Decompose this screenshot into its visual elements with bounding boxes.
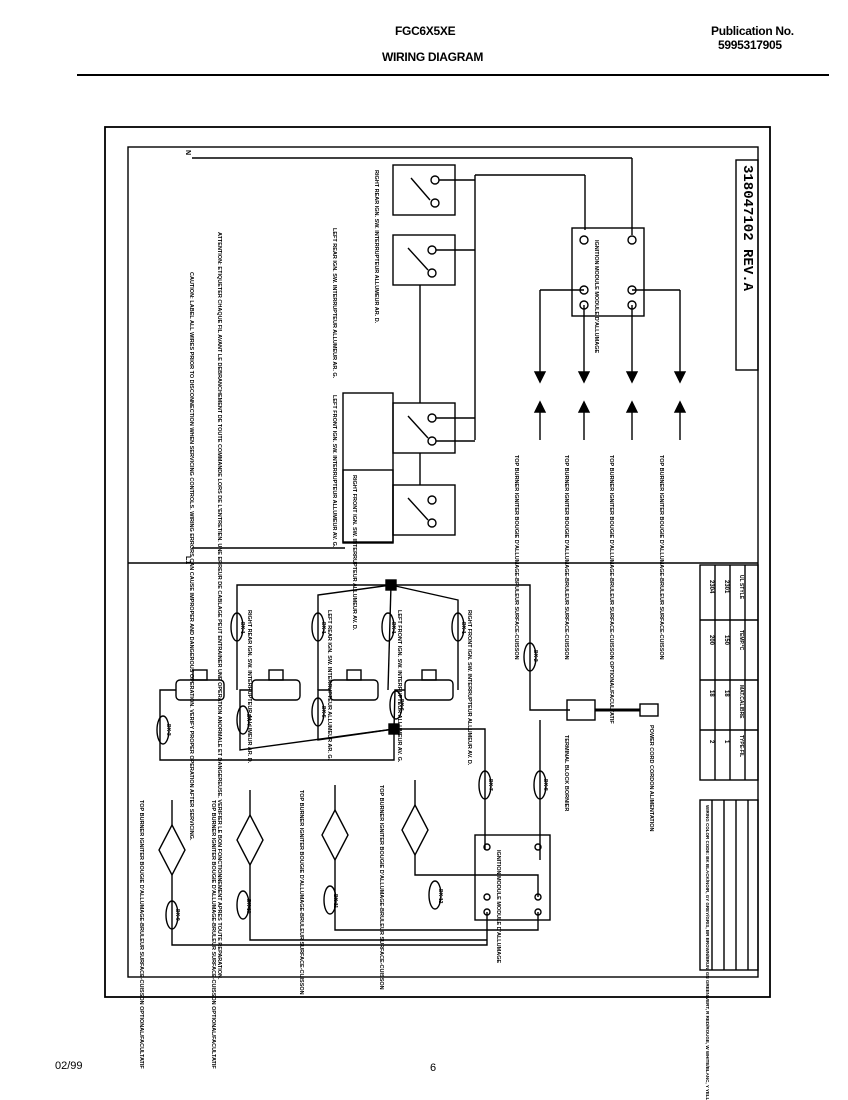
- wc-13: BK-10: [245, 899, 251, 914]
- pic-sw-3: LEFT FRONT IGN. SW. INTERRUPTEUR ALLUMEU…: [396, 610, 402, 763]
- wc-7: BK-4: [245, 714, 251, 726]
- caution-text-fr: ATTENTION: ETIQUETER CHAQUE FIL AVANT LE…: [216, 232, 222, 980]
- wt-7: 150: [723, 635, 729, 646]
- wc-11: BK-8: [542, 779, 548, 791]
- power-cord-label: POWER CORD CORDON ALIMENTATION: [648, 725, 654, 832]
- pic-ign-1: TOP BURNER IGNITER BOUGIE D'ALLUMAGE-BRU…: [138, 800, 144, 1069]
- switch-lf-label-box: [342, 392, 394, 544]
- wc-3: BK-1: [390, 622, 396, 634]
- wt-12: UL STYLE: [738, 575, 744, 600]
- outer-frame: [104, 126, 771, 998]
- part-number: 318047102 REV.A: [739, 165, 755, 292]
- publication-label: Publication No.: [711, 24, 794, 38]
- wc-9: BK-6: [398, 699, 404, 711]
- pic-module: IGNITION MODULE MODULE D'ALLUMAGE: [495, 850, 501, 963]
- wt-11: TEMP.*C: [738, 630, 744, 651]
- pic-ign-4: TOP BURNER IGNITER BOUGIE D'ALLUMAGE-BRU…: [378, 785, 384, 990]
- power-plug: [639, 703, 659, 717]
- wt-4: 2304: [708, 580, 714, 594]
- wc-12: BK-9: [174, 909, 180, 921]
- page-number: 6: [430, 1062, 437, 1074]
- wt-1: 2: [708, 740, 714, 744]
- sw-lr-label: LEFT REAR IGN. SW. INTERRUPTEUR ALLUMEUR…: [331, 228, 337, 379]
- switch-rr-box: [392, 164, 456, 216]
- pictorial-igniters: [158, 780, 429, 877]
- wt-9: TYPE-FIL: [738, 735, 744, 757]
- igniter-arrows: [533, 371, 687, 413]
- wc-14: BK-11: [332, 894, 338, 908]
- caution-text: CAUTION: LABEL ALL WIRES PRIOR TO DISCON…: [188, 272, 194, 841]
- wc-8: BK-5: [320, 706, 326, 718]
- ign-4-label: TOP BURNER IGNITER BOUGIE D'ALLUMAGE-BRU…: [658, 455, 664, 660]
- color-key-box: [699, 799, 759, 971]
- wt-2: 18: [708, 690, 714, 697]
- terminal-block-label: TERMINAL BLOCK BORNIER: [563, 735, 569, 811]
- wc-2: BK-1: [320, 622, 326, 634]
- ign-3-label: TOP BURNER IGNITER BOUGIE D'ALLUMAGE-BRU…: [608, 455, 614, 724]
- ign-2-label: TOP BURNER IGNITER BOUGIE D'ALLUMAGE-BRU…: [563, 455, 569, 660]
- wt-5: 1: [723, 740, 729, 744]
- diagram-title: WIRING DIAGRAM: [382, 50, 484, 64]
- schematic-ignition-module: [571, 227, 645, 317]
- switch-rf-label-box: [342, 469, 394, 543]
- header-rule: [77, 74, 829, 76]
- wire-code-ovals: [156, 612, 547, 930]
- pic-sw-1: RIGHT REAR IGN. SW. INTERRUPTEUR ALLUMEU…: [246, 610, 252, 764]
- n-label: N: [184, 150, 191, 155]
- wt-10: MAT.CALIBRE: [738, 685, 744, 719]
- switch-lf-box: [392, 402, 456, 454]
- switch-lr-box: [392, 234, 456, 286]
- wc-6: BK-3: [165, 724, 171, 736]
- wt-8: 2301: [723, 580, 729, 594]
- switch-contacts: [407, 175, 440, 528]
- module-label: IGNITION MODULE MODULE D'ALLUMAGE: [593, 240, 599, 353]
- wc-15: BK-12: [437, 889, 443, 904]
- wt-6: 18: [723, 690, 729, 697]
- part-number-box: [735, 159, 759, 371]
- terminal-block: [566, 699, 596, 721]
- pic-sw-4: RIGHT FRONT IGN. SW. INTERRUPTEUR ALLUME…: [466, 610, 472, 766]
- wc-5: BK-2: [532, 650, 538, 662]
- publication-number: 5995317905: [718, 38, 782, 52]
- pic-ign-3: TOP BURNER IGNITER BOUGIE D'ALLUMAGE-BRU…: [298, 790, 304, 995]
- ign-1-label: TOP BURNER IGNITER BOUGIE D'ALLUMAGE-BRU…: [513, 455, 519, 660]
- wt-3: 200: [708, 635, 714, 646]
- wc-10: BK-7: [487, 779, 493, 791]
- inner-frame: [127, 146, 759, 978]
- switch-rf-box: [392, 484, 456, 536]
- wc-1: BK-1: [239, 622, 245, 634]
- pictorial-ignition-module: [474, 834, 551, 921]
- pictorial-module-terminals: [483, 843, 542, 916]
- module-terminals: [579, 235, 637, 310]
- model-number: FGC6X5XE: [395, 24, 456, 38]
- l1-label: L1: [184, 556, 191, 564]
- wc-4: BK-1: [460, 622, 466, 634]
- wire-table: [699, 564, 759, 781]
- color-key-text: WIRING COLOR CODE: BK BLACK/NOIR, GY GRE…: [705, 805, 710, 1100]
- sw-rf-label: RIGHT FRONT IGN. SW. INTERRUPTEUR ALLUME…: [351, 475, 357, 631]
- sw-rr-label: RIGHT REAR IGN. SW. INTERRUPTEUR ALLUMEU…: [373, 170, 379, 324]
- pic-ign-2: TOP BURNER IGNITER BOUGIE D'ALLUMAGE-BRU…: [210, 800, 216, 1069]
- sw-lf-label: LEFT FRONT IGN. SW. INTERRUPTEUR ALLUMEU…: [331, 395, 337, 548]
- pic-sw-2: LEFT REAR IGN. SW. INTERRUPTEUR ALLUMEUR…: [326, 610, 332, 761]
- footer-date: 02/99: [55, 1060, 83, 1072]
